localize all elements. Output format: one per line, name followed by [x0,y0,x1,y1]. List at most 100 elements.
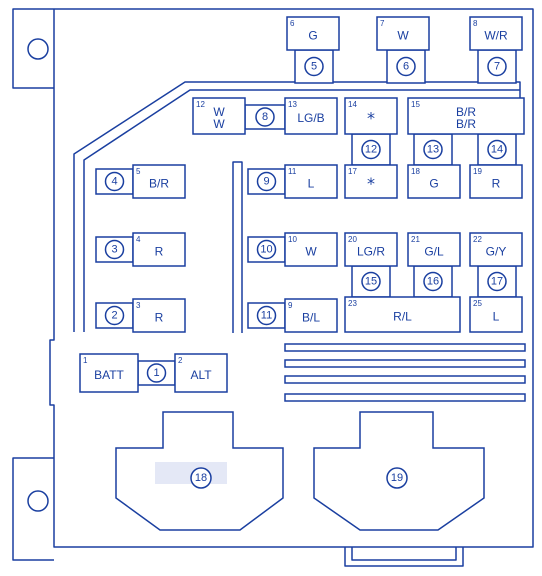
fuse-number-11: 11 [261,310,272,322]
relay-number-17: 17 [348,167,357,176]
fuse-circle-5 [304,56,324,77]
fuse-number-4: 4 [111,176,117,188]
relay-label-10: W [305,245,317,259]
relay-number-15: 15 [411,100,420,109]
relay-box-8 [469,16,523,51]
relay-label-5: B/R [149,177,169,191]
relay-number-5: 5 [136,167,141,176]
fuse-number-6: 6 [403,61,409,73]
fuse-circle-11 [256,305,277,326]
relay-label-18: G [429,177,438,191]
relay-box-3 [132,298,186,333]
fuse-circle-6 [396,56,416,77]
relay-label-6: G [308,29,317,43]
fuse-circle-15 [361,271,381,292]
relay-number-23: 23 [348,299,357,308]
fuse-circle-10 [256,239,277,260]
relay-label-22: G/Y [486,245,507,259]
relay-box-9 [284,298,338,333]
fuse-number-2: 2 [111,310,117,322]
large-fuse-circle-18 [190,467,212,489]
relay-number-13: 13 [288,100,297,109]
fuse-circle-4 [104,171,125,192]
relay-number-1: 1 [83,356,88,365]
relay-number-18: 18 [411,167,420,176]
relay-label-7: W [397,29,409,43]
relay-box-22 [469,232,523,267]
fuse-circle-7 [487,56,507,77]
relay-label-17: * [367,174,375,193]
relay-box-25 [469,296,523,333]
relay-label-14: * [367,109,375,128]
slot-strip [284,359,526,368]
relay-number-10: 10 [288,235,297,244]
relay-box-20 [344,232,398,267]
relay-label-15: B/R [456,117,476,131]
relay-number-25: 25 [473,299,482,308]
fuse-circle-3 [104,239,125,260]
relay-box-5 [132,164,186,199]
bottom-connector [344,547,464,567]
relay-box-6 [286,16,340,51]
bus-rail-middle [232,161,243,333]
relay-box-14 [344,97,398,135]
fuse-number-12: 12 [365,144,377,156]
relay-box-1 [79,353,139,393]
mounting-hole-top [27,38,49,60]
relay-label-4: R [155,245,164,259]
fuse-circle-12 [361,139,381,160]
fuse-number-10: 10 [260,244,272,256]
slot-strip [284,393,526,402]
fuse-number-5: 5 [311,61,317,73]
relay-label-25: L [493,310,500,324]
slot-strip [284,343,526,352]
fuse-circle-13 [423,139,443,160]
large-fuse-number-18: 18 [195,472,207,484]
fuse-circle-8 [255,107,275,127]
relay-number-20: 20 [348,235,357,244]
large-fuse-number-19: 19 [391,472,403,484]
housing-outline [12,8,534,561]
relay-number-19: 19 [473,167,482,176]
relay-label-20: LG/R [357,245,385,259]
fuse-number-7: 7 [494,61,500,73]
relay-label-19: R [492,177,501,191]
slot-strip [284,375,526,384]
relay-number-12: 12 [196,100,205,109]
relay-label-8: W/R [484,29,508,43]
relay-number-21: 21 [411,235,420,244]
relay-number-14: 14 [348,100,357,109]
relay-label-23: R/L [393,310,412,324]
fuse-circle-1 [146,363,167,383]
fuse-number-8: 8 [262,111,268,123]
relay-label-13: LG/B [297,111,324,125]
relay-box-15 [407,97,525,135]
relay-label-1: BATT [94,368,124,382]
fuse-number-9: 9 [263,176,269,188]
relay-number-22: 22 [473,235,482,244]
relay-label-21: G/L [424,245,444,259]
relay-label-9: B/L [302,311,320,325]
fuse-circle-2 [104,305,125,326]
fuse-number-3: 3 [111,244,117,256]
relay-box-11 [284,164,338,199]
relay-label-2: ALT [190,368,212,382]
mounting-hole-bottom [27,490,49,512]
relay-label-12: W [213,117,225,131]
relay-label-3: R [155,311,164,325]
relay-box-18 [407,164,461,199]
fuse-circle-14 [487,139,507,160]
fuse-circle-17 [487,271,507,292]
relay-box-10 [284,232,338,267]
relay-box-2 [174,353,228,393]
fuse-number-13: 13 [427,144,439,156]
fuse-circle-16 [423,271,443,292]
relay-label-15: B/R [456,105,476,119]
fuse-number-14: 14 [491,144,503,156]
relay-label-12: W [213,105,225,119]
relay-box-23 [344,296,461,333]
bus-rail-outer [73,81,521,332]
fuse-circle-9 [256,171,277,192]
relay-box-7 [376,16,430,51]
